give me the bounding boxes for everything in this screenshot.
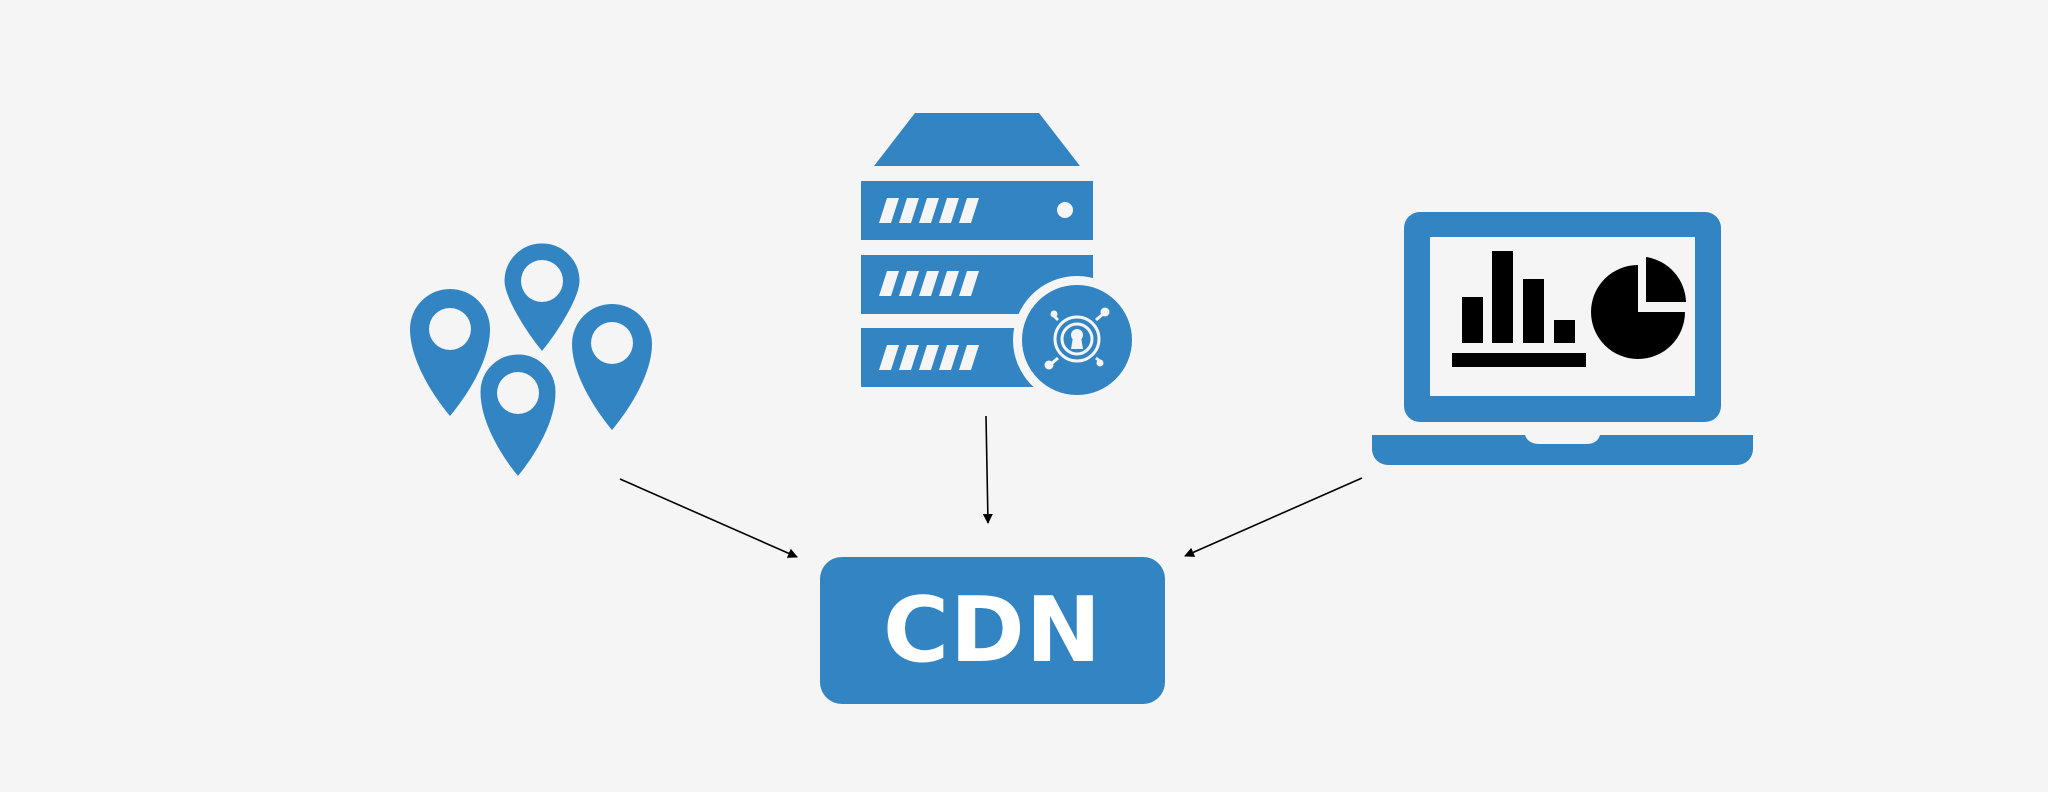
bar-chart-icon bbox=[1452, 251, 1586, 367]
map-pins-icon bbox=[410, 238, 652, 484]
pie-chart-icon bbox=[1591, 257, 1686, 359]
map-pin-icon bbox=[475, 349, 561, 484]
arrow-server-to-cdn bbox=[982, 415, 993, 524]
laptop-analytics-icon bbox=[1372, 212, 1753, 465]
map-pin-icon bbox=[499, 238, 585, 359]
laptop-base-icon bbox=[1372, 435, 1753, 465]
server-stack-security-icon bbox=[861, 113, 1141, 404]
arrow-locations-to-cdn bbox=[619, 478, 798, 558]
map-pin-icon bbox=[572, 304, 652, 430]
cdn-label: CDN bbox=[882, 577, 1103, 683]
cdn-node: CDN bbox=[820, 557, 1165, 704]
arrow-laptop-to-cdn bbox=[1184, 477, 1363, 557]
server-roof-icon bbox=[874, 113, 1080, 166]
map-pin-icon bbox=[410, 289, 490, 416]
security-badge-icon bbox=[1013, 276, 1141, 404]
server-unit-icon bbox=[861, 181, 1093, 240]
arrows bbox=[619, 415, 1363, 558]
